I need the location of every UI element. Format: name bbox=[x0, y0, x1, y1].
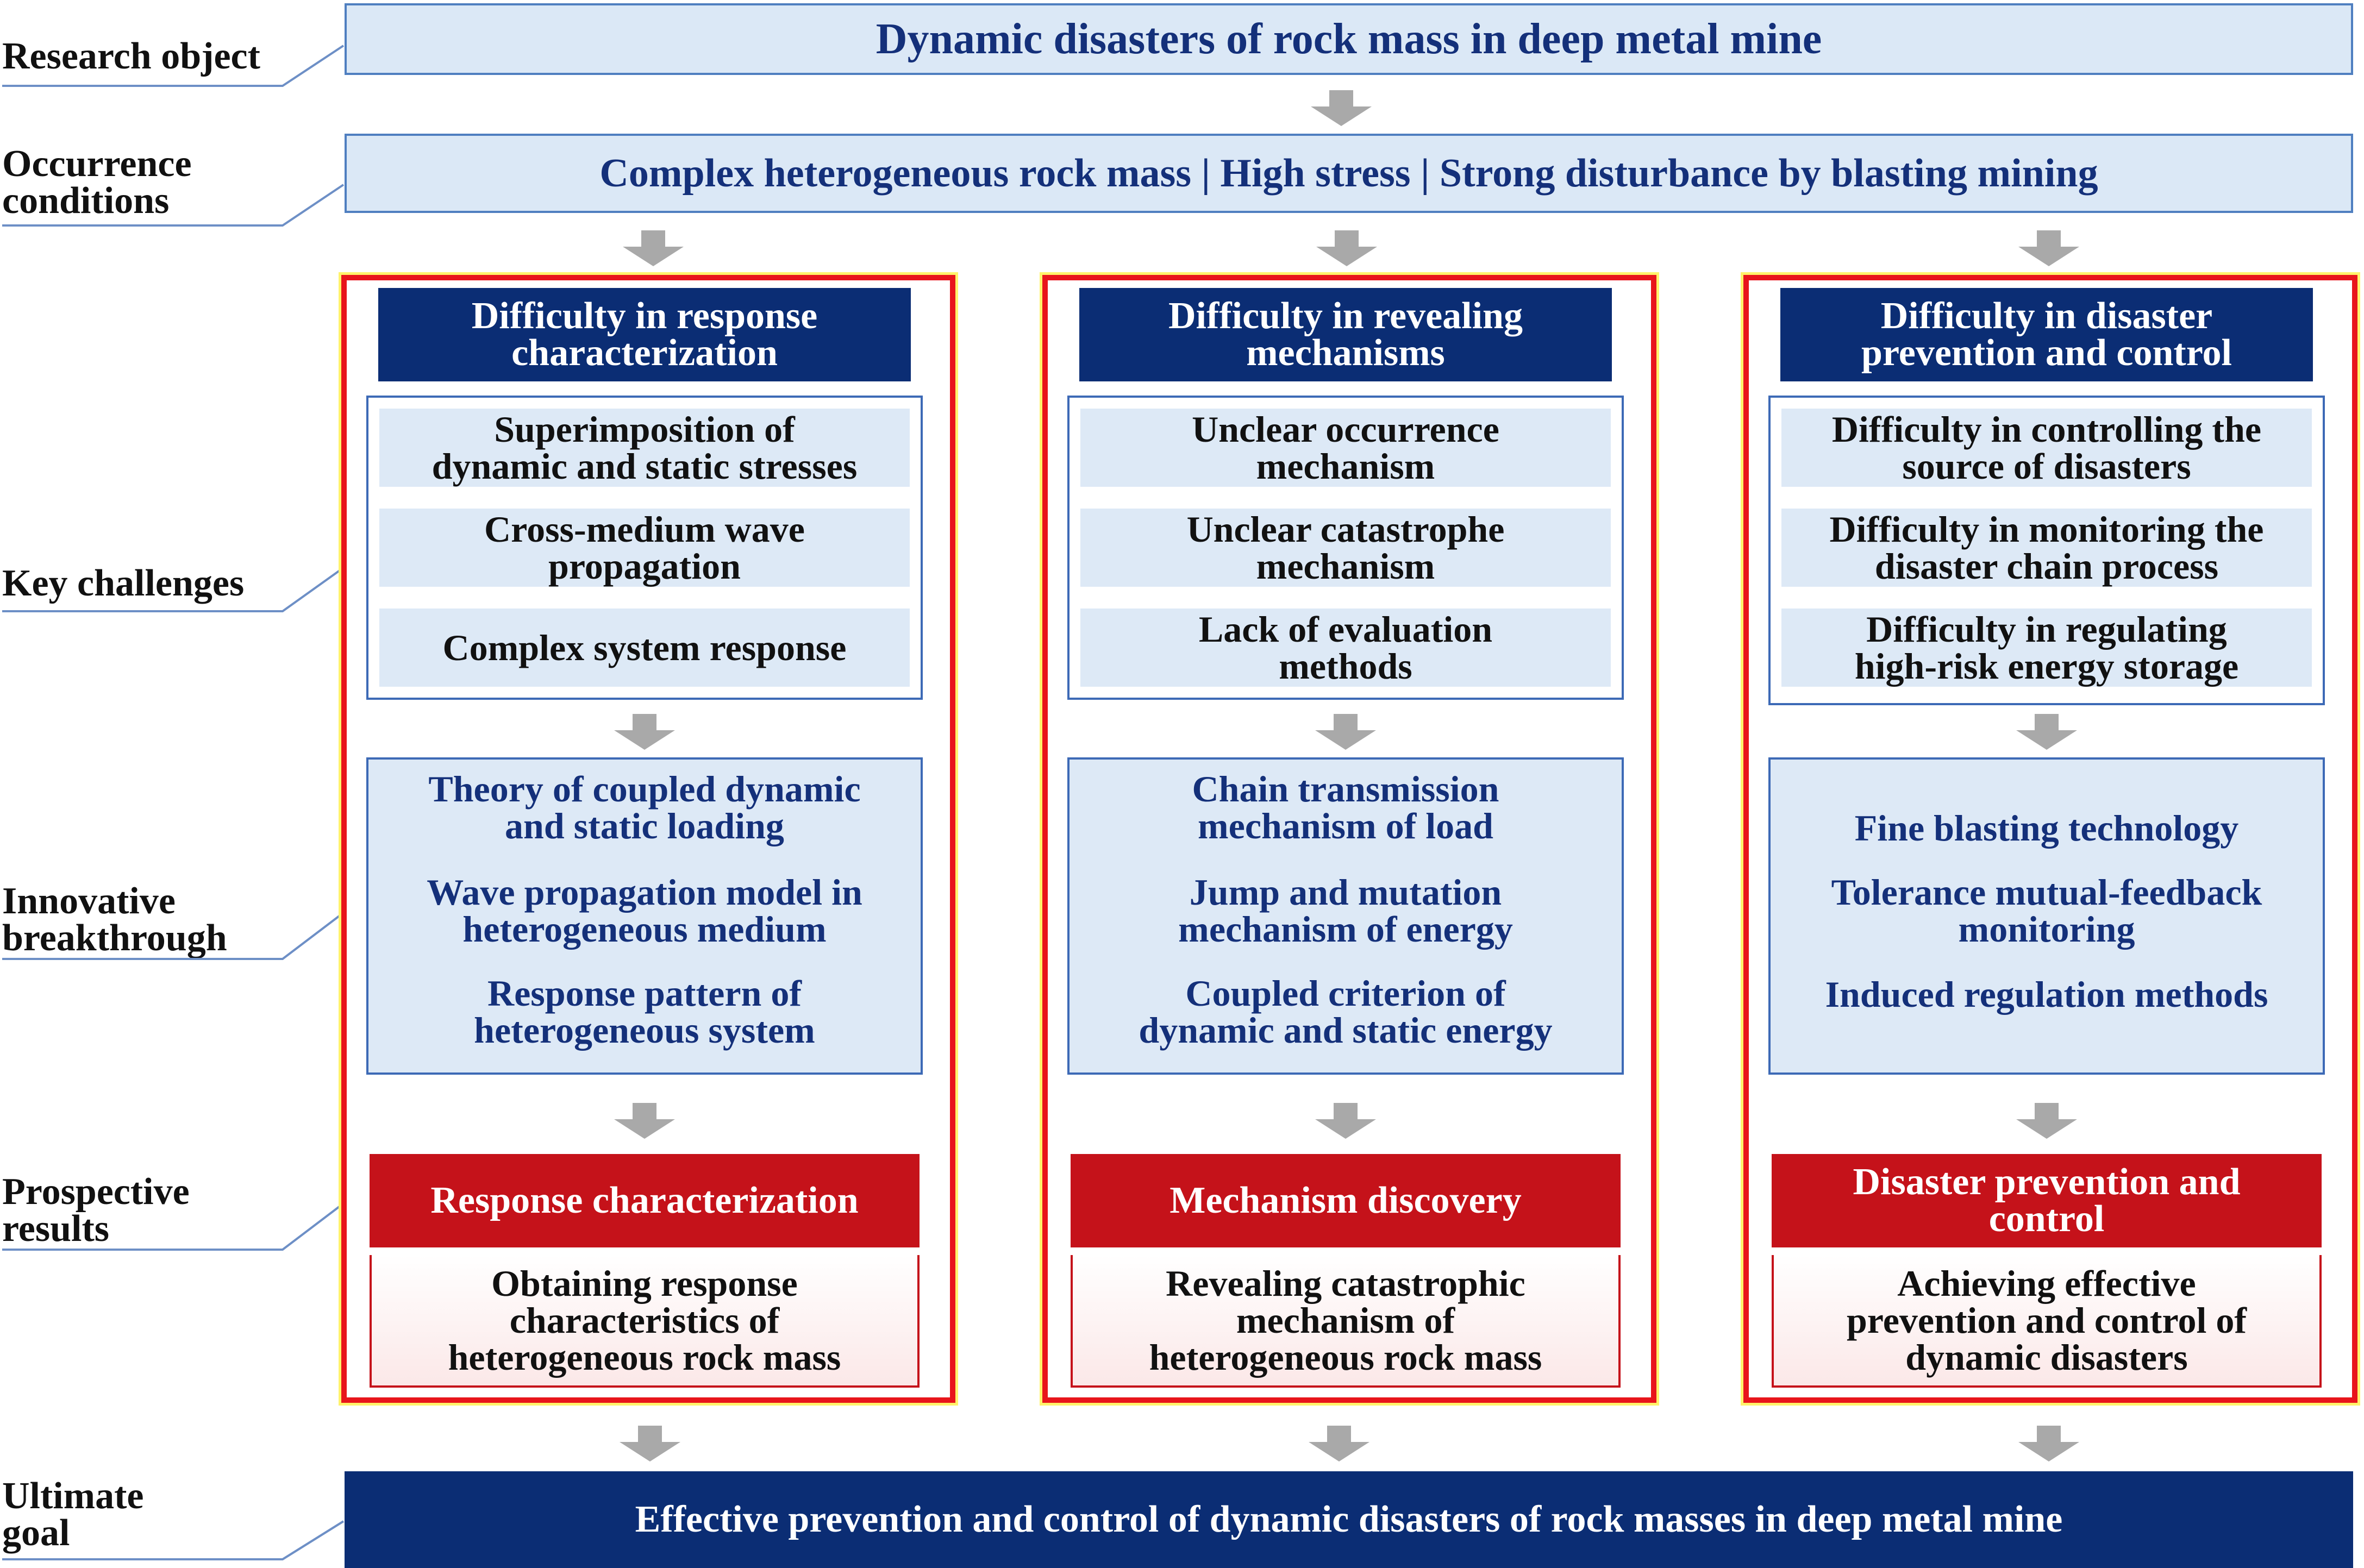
research-object-box: Dynamic disasters of rock mass in deep m… bbox=[345, 3, 2353, 75]
arrow-down-icon bbox=[2018, 230, 2079, 266]
label-innovative-breakthrough: Innovative breakthrough bbox=[2, 880, 227, 959]
arrow-down-icon bbox=[620, 1426, 680, 1462]
column-header-prevention: Difficulty in disaster prevention and co… bbox=[1780, 288, 2313, 381]
label-prospective-results: Prospective results bbox=[2, 1171, 190, 1250]
label-ultimate-goal: Ultimate goal bbox=[2, 1475, 144, 1554]
arrow-down-icon bbox=[614, 1103, 675, 1139]
label-key-challenges: Key challenges bbox=[2, 562, 245, 604]
arrow-down-icon bbox=[614, 714, 675, 750]
ultimate-goal-box: Effective prevention and control of dyna… bbox=[345, 1471, 2353, 1568]
leader-occurrence bbox=[2, 184, 345, 227]
result-header-mechanisms: Mechanism discovery bbox=[1071, 1154, 1621, 1247]
outcome-box-prevention: Achieving effective prevention and contr… bbox=[1772, 1255, 2322, 1388]
outcome-box-response: Obtaining response characteristics of he… bbox=[370, 1255, 920, 1388]
outcome-box-mechanisms: Revealing catastrophic mechanism of hete… bbox=[1071, 1255, 1621, 1388]
leader-prospective bbox=[2, 1202, 345, 1251]
column-header-response: Difficulty in response characterization bbox=[378, 288, 911, 381]
leader-research-object bbox=[2, 45, 345, 87]
occurrence-conditions-box: Complex heterogeneous rock mass | High s… bbox=[345, 134, 2353, 213]
arrow-down-icon bbox=[2016, 1103, 2077, 1139]
challenge-item: Complex system response bbox=[379, 609, 910, 687]
arrow-down-icon bbox=[1315, 714, 1376, 750]
breakthroughs-box-prevention: Fine blasting technology Tolerance mutua… bbox=[1768, 757, 2325, 1075]
label-research-object: Research object bbox=[2, 35, 260, 77]
leader-ultimate bbox=[2, 1520, 345, 1560]
arrow-down-icon bbox=[2018, 1426, 2079, 1462]
arrow-down-icon bbox=[1315, 1103, 1376, 1139]
arrow-down-icon bbox=[1309, 1426, 1369, 1462]
leader-innovative bbox=[2, 912, 345, 960]
column-header-mechanisms: Difficulty in revealing mechanisms bbox=[1079, 288, 1612, 381]
arrow-down-icon bbox=[1311, 90, 1372, 126]
arrow-down-icon bbox=[1316, 230, 1377, 266]
leader-key-challenges bbox=[2, 567, 345, 612]
label-occurrence-conditions: Occurrence conditions bbox=[2, 143, 192, 222]
arrow-down-icon bbox=[2016, 714, 2077, 750]
result-header-response: Response characterization bbox=[370, 1154, 920, 1247]
result-header-prevention: Disaster prevention and control bbox=[1772, 1154, 2322, 1247]
arrow-down-icon bbox=[623, 230, 684, 266]
